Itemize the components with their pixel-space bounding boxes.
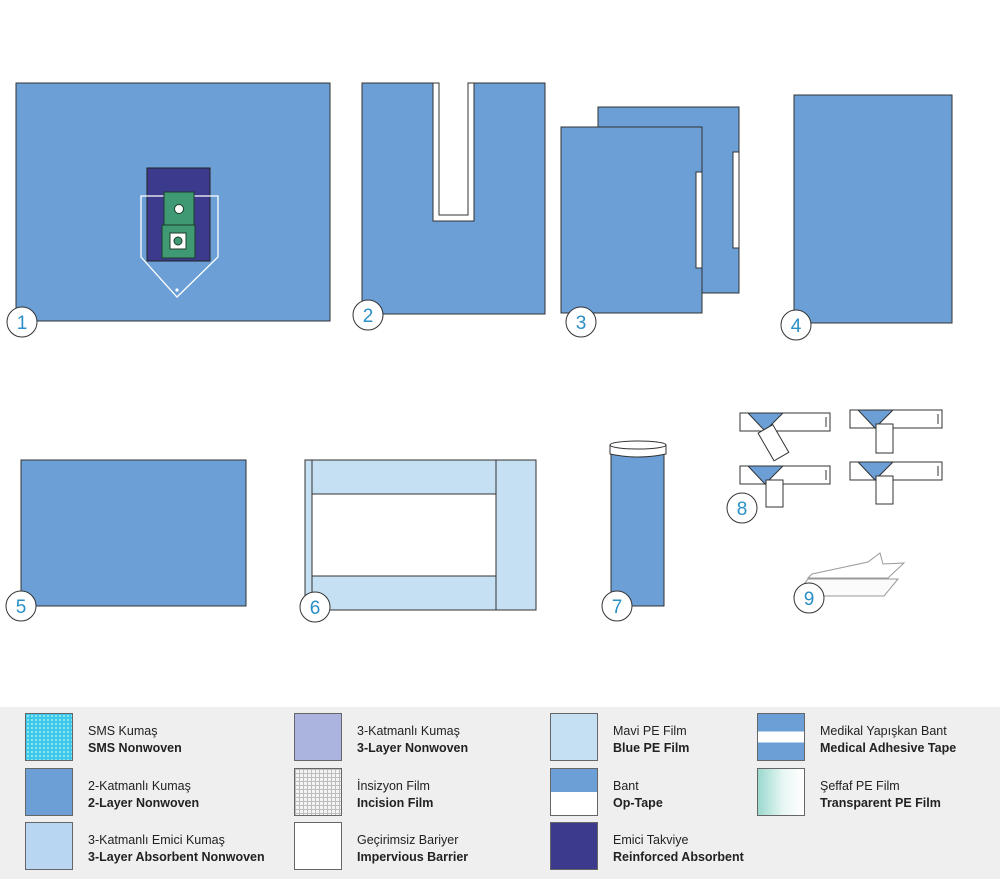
number-callout: 3 (565, 306, 597, 338)
svg-text:6: 6 (310, 598, 321, 619)
legend-label-tr: Bant (613, 779, 639, 793)
drape-1 (15, 82, 331, 322)
3-layer-absorbent-swatch (25, 822, 73, 870)
drape-2 (361, 82, 546, 315)
legend-label-en: Blue PE Film (613, 741, 690, 755)
cylinder-cover-7 (609, 440, 667, 607)
transparent-pe-film-swatch (757, 768, 805, 816)
svg-text:5: 5 (16, 597, 27, 618)
legend-label-tr: İnsizyon Film (357, 779, 430, 793)
3-layer-nonwoven-swatch (294, 713, 342, 761)
number-callout: 8 (726, 492, 758, 524)
legend-item-2-layer-nonwoven: 2-Katmanlı Kumaş 2-Layer Nonwoven (25, 768, 255, 820)
legend-label-tr: Geçirimsiz Bariyer (357, 833, 459, 847)
legend-label-en: Op-Tape (613, 796, 663, 810)
legend-label-tr: Mavi PE Film (613, 724, 687, 738)
legend-item-3-layer-absorbent-nonwoven: 3-Katmanlı Emici Kumaş 3-Layer Absorbent … (25, 822, 265, 874)
number-callout: 7 (601, 590, 633, 622)
number-callout: 6 (299, 591, 331, 623)
sms-nonwoven-swatch (25, 713, 73, 761)
tape-piece (739, 465, 831, 508)
legend-label-tr: 2-Katmanlı Kumaş (88, 779, 191, 793)
fenestration-outline (140, 195, 219, 298)
legend-label-en: Impervious Barrier (357, 850, 469, 864)
legend-label-en: Medical Adhesive Tape (820, 741, 957, 755)
number-callout: 2 (352, 299, 384, 331)
svg-text:2: 2 (363, 306, 374, 327)
svg-text:8: 8 (737, 499, 748, 520)
tape-strip-front (695, 171, 703, 269)
op-tape-swatch (550, 768, 598, 816)
medical-adhesive-tape-swatch (757, 713, 805, 761)
incision-film-swatch (294, 768, 342, 816)
svg-text:9: 9 (804, 589, 815, 610)
tape-piece (739, 412, 831, 462)
legend-label-en: 2-Layer Nonwoven (88, 796, 200, 810)
legend-label-en: 3-Layer Nonwoven (357, 741, 469, 755)
svg-text:1: 1 (17, 313, 28, 334)
svg-text:4: 4 (791, 316, 802, 337)
legend-label-tr: 3-Katmanlı Emici Kumaş (88, 833, 225, 847)
drape-diagram: 1 2 3 4 5 6 7 8 9 (5, 82, 953, 623)
number-callout: 9 (793, 582, 825, 614)
legend-label-tr: Medikal Yapışkan Bant (820, 724, 947, 738)
tape-piece (849, 409, 943, 454)
drape-5 (20, 459, 247, 607)
number-callout: 4 (780, 309, 812, 341)
blue-pe-film-swatch (550, 713, 598, 761)
2-layer-nonwoven-swatch (25, 768, 73, 816)
drape-4 (793, 94, 953, 324)
svg-text:7: 7 (612, 597, 623, 618)
legend-label-en: SMS Nonwoven (88, 741, 182, 755)
legend-label-en: Reinforced Absorbent (613, 850, 744, 864)
tape-strip-back (732, 151, 740, 249)
legend-item-3-layer-nonwoven: 3-Katmanlı Kumaş 3-Layer Nonwoven (294, 713, 524, 765)
drape-3 (560, 106, 740, 314)
legend-label-tr: Şeffaf PE Film (820, 779, 900, 793)
legend-label-tr: Emici Takviye (613, 833, 689, 847)
svg-text:3: 3 (576, 313, 587, 334)
table-cover-6 (304, 459, 537, 611)
legend-label-en: Transparent PE Film (820, 796, 941, 810)
legend-label-tr: SMS Kumaş (88, 724, 158, 738)
number-callout: 1 (6, 306, 38, 338)
legend-label-tr: 3-Katmanlı Kumaş (357, 724, 460, 738)
legend-label-en: Incision Film (357, 796, 434, 810)
u-slit-tape (432, 82, 475, 222)
adhesive-tapes-8 (739, 409, 943, 508)
tape-piece (849, 461, 943, 505)
number-callout: 5 (5, 590, 37, 622)
reinforced-absorbent-swatch (550, 822, 598, 870)
white-barrier-section (311, 493, 497, 577)
legend-label-en: 3-Layer Absorbent Nonwoven (88, 850, 265, 864)
impervious-barrier-swatch (294, 822, 342, 870)
